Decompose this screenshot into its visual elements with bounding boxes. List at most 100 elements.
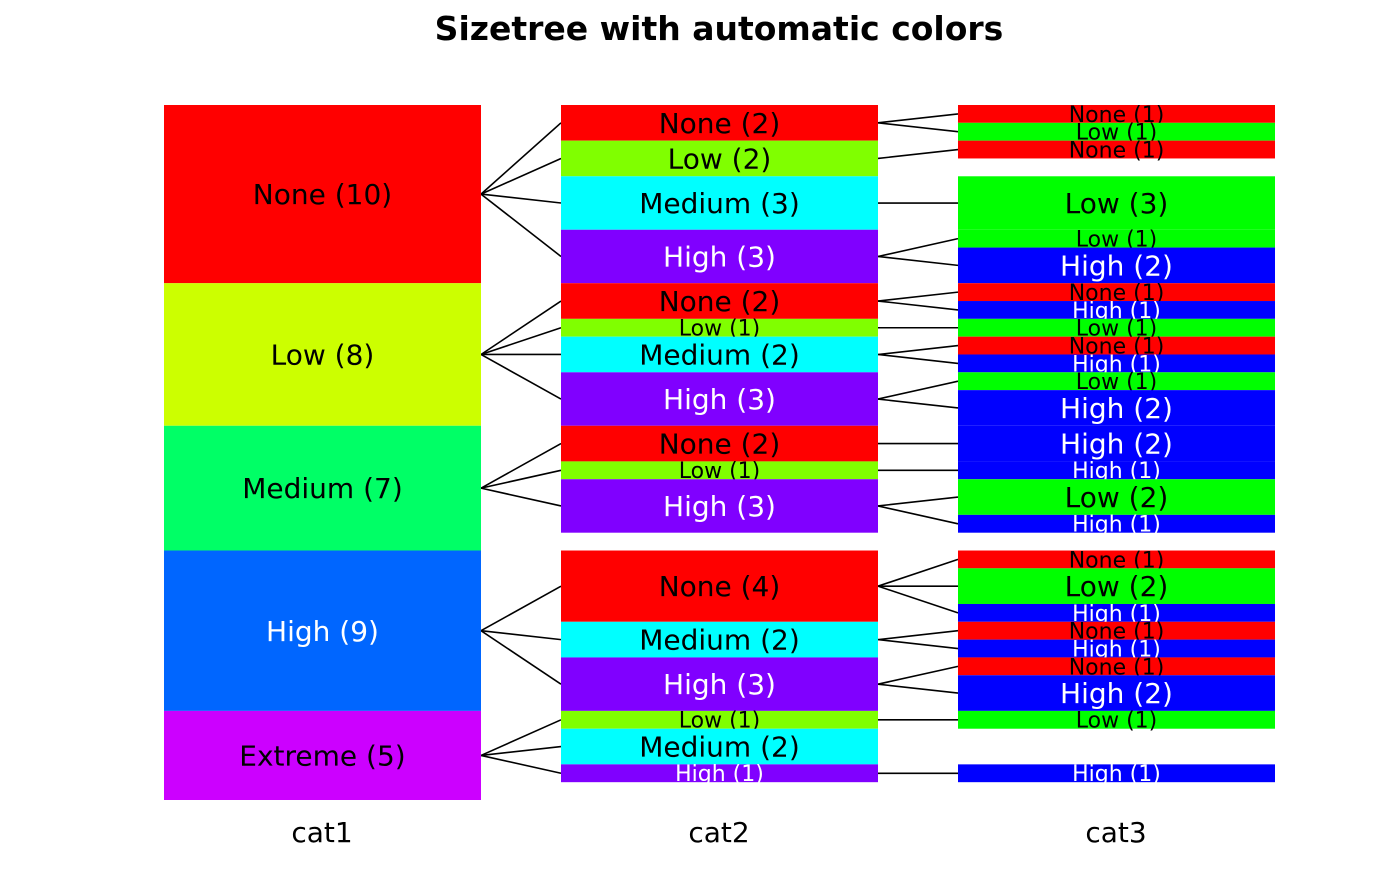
block-rect <box>958 550 1275 569</box>
axis-label-cat3: cat3 <box>1085 816 1146 849</box>
block-label: High (9) <box>266 615 379 648</box>
connector-line <box>877 291 959 302</box>
block-rect <box>958 372 1275 391</box>
block-rect <box>561 105 878 141</box>
chart-title: Sizetree with automatic colors <box>435 9 1004 48</box>
block-label: High (2) <box>1060 392 1173 425</box>
block-label: High (3) <box>663 668 776 701</box>
connector-line <box>877 398 959 409</box>
cat2-block-medium: Medium (2) <box>561 728 878 765</box>
connector-line <box>480 157 562 195</box>
connector-line <box>877 558 959 587</box>
cat3-block-high: High (2) <box>958 247 1275 284</box>
cat3-block-high: High (2) <box>958 390 1275 426</box>
cat2-block-high: High (3) <box>561 479 878 533</box>
block-label: Low (2) <box>668 143 772 176</box>
block-rect <box>164 710 481 800</box>
cat2-block-medium: Medium (3) <box>561 176 878 230</box>
block-label: High (2) <box>1060 677 1173 710</box>
block-rect <box>561 479 878 533</box>
connector-line <box>480 585 562 632</box>
block-label: None (2) <box>659 285 781 318</box>
connector-line <box>877 629 959 641</box>
block-rect <box>958 122 1275 141</box>
cat1-block-high: High (9) <box>164 550 481 711</box>
block-rect <box>958 336 1275 355</box>
block-rect <box>164 283 481 426</box>
block-rect <box>561 710 878 729</box>
block-rect <box>561 336 878 373</box>
block-rect <box>958 710 1275 729</box>
block-rect <box>561 764 878 783</box>
cat1-block-low: Low (8) <box>164 283 481 426</box>
connector-line <box>480 754 562 775</box>
connector-line <box>877 113 959 124</box>
block-rect <box>561 728 878 765</box>
cat1-block-medium: Medium (7) <box>164 425 481 551</box>
cat3-block-low: Low (3) <box>958 176 1275 230</box>
connector-line <box>480 326 562 356</box>
block-rect <box>958 140 1275 159</box>
connector-line <box>877 122 959 133</box>
cat2-block-none: None (2) <box>561 283 878 319</box>
connector-line <box>877 683 959 694</box>
connector-line <box>877 638 959 650</box>
cat1-block-none: None (10) <box>164 105 481 284</box>
block-rect <box>958 301 1275 319</box>
block-rect <box>958 425 1275 462</box>
block-label: High (2) <box>1060 428 1173 461</box>
block-label: High (1) <box>1072 762 1161 787</box>
block-rect <box>561 318 878 337</box>
block-rect <box>958 764 1275 783</box>
connector-line <box>877 380 959 400</box>
cat2-block-none: None (4) <box>561 550 878 622</box>
block-rect <box>561 461 878 480</box>
connector-line <box>480 300 562 356</box>
axis-label-cat1: cat1 <box>291 816 352 849</box>
connector-line <box>877 496 959 507</box>
cat2-block-medium: Medium (2) <box>561 621 878 658</box>
block-rect <box>561 550 878 622</box>
block-rect <box>561 621 878 658</box>
connector-line <box>877 353 959 365</box>
block-rect <box>164 105 481 284</box>
block-rect <box>561 229 878 284</box>
block-rect <box>164 425 481 551</box>
block-rect <box>958 639 1275 658</box>
block-label: Low (3) <box>1065 187 1169 220</box>
cat2-block-high: High (1) <box>561 762 878 787</box>
block-label: High (3) <box>663 383 776 416</box>
cat3-block-high: High (1) <box>958 762 1275 787</box>
cat3-block-none: None (1) <box>958 138 1275 163</box>
block-rect <box>958 390 1275 426</box>
block-label: Low (2) <box>1065 481 1169 514</box>
cat2-block-high: High (3) <box>561 229 878 284</box>
connector-line <box>480 442 562 489</box>
axis-label-cat2: cat2 <box>688 816 749 849</box>
block-rect <box>958 247 1275 284</box>
block-rect <box>958 318 1275 337</box>
connector-line <box>877 300 959 311</box>
connector-line <box>480 122 562 195</box>
block-label: None (2) <box>659 107 781 140</box>
block-rect <box>164 550 481 711</box>
block-label: High (2) <box>1060 249 1173 282</box>
cat3-block-high: High (2) <box>958 675 1275 711</box>
block-rect <box>958 514 1275 533</box>
block-rect <box>958 354 1275 373</box>
connector-line <box>480 487 562 507</box>
block-rect <box>958 568 1275 604</box>
cat1-block-extreme: Extreme (5) <box>164 710 481 800</box>
block-rect <box>561 425 878 462</box>
connector-line <box>480 469 562 489</box>
block-label: Medium (7) <box>242 472 403 505</box>
connector-line <box>480 629 562 641</box>
connector-line <box>480 353 562 400</box>
block-rect <box>561 140 878 177</box>
cat2-block-none: None (2) <box>561 105 878 141</box>
connector-line <box>480 630 562 685</box>
block-label: Medium (3) <box>639 187 800 220</box>
block-label: Medium (2) <box>639 624 800 657</box>
cat2-block-medium: Medium (2) <box>561 336 878 373</box>
